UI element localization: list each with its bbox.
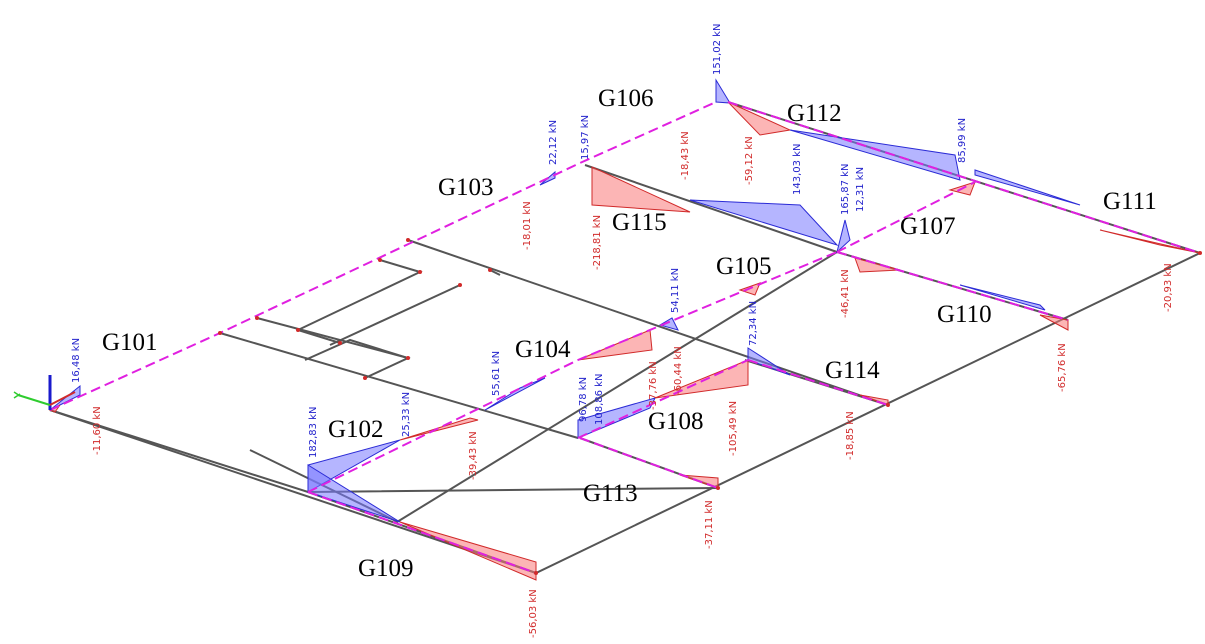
shear-area-g112-pos <box>789 129 961 181</box>
axis-g113 <box>579 437 719 489</box>
value-label: 55,61 kN <box>491 351 502 396</box>
shear-area-g111-neg <box>1099 229 1201 254</box>
beam-interior-line-3 <box>407 239 889 406</box>
opening-edge <box>297 329 341 344</box>
beam-label-g112: G112 <box>787 100 842 127</box>
beam-label-g115: G115 <box>612 209 667 236</box>
value-label: -18,85 kN <box>845 411 856 460</box>
beam-label-g114: G114 <box>825 357 880 384</box>
value-label: 108,86 kN <box>594 374 605 425</box>
axis-g110 <box>836 251 1069 321</box>
value-label: 22,12 kN <box>548 120 559 165</box>
nodes <box>218 238 1202 575</box>
value-label: -60,44 kN <box>673 346 684 395</box>
value-label: 143,03 kN <box>792 144 803 195</box>
beam-label-g113: G113 <box>583 480 638 507</box>
shear-area-g108-neg <box>654 359 749 399</box>
value-label: -56,03 kN <box>528 589 539 638</box>
shear-values: 16,48 kN -11,60 kN 182,83 kN 25,33 kN 55… <box>71 24 1174 638</box>
value-label: 182,83 kN <box>308 407 319 458</box>
axis-g112-g111 <box>727 101 1201 254</box>
shear-area-g110-pos <box>959 284 1046 311</box>
value-label: -105,49 kN <box>728 401 739 456</box>
value-label: -11,60 kN <box>92 406 103 455</box>
shear-area-g106-pos <box>715 78 731 104</box>
beam-label-g106: G106 <box>598 85 654 112</box>
axis-g114 <box>747 359 889 406</box>
value-label: -20,93 kN <box>1163 263 1174 312</box>
shear-area-g112-neg <box>727 101 792 136</box>
beam-label-g103: G103 <box>438 174 494 201</box>
value-label: 16,48 kN <box>71 338 82 383</box>
value-label: 165,87 kN <box>840 164 851 215</box>
beam-label-g109: G109 <box>358 555 414 582</box>
shear-area-g115-neg <box>591 166 691 213</box>
beam-g115-line <box>584 164 838 253</box>
value-label: -218,81 kN <box>592 215 603 270</box>
value-label: 12,31 kN <box>855 167 866 212</box>
beam-label-g105: G105 <box>716 253 772 280</box>
value-label: -46,41 kN <box>840 269 851 318</box>
value-label: -37,76 kN <box>648 361 659 410</box>
beam-interior-line-2 <box>256 317 409 359</box>
axis-g101-g103-g106 <box>49 101 717 411</box>
opening-box <box>304 338 411 379</box>
coordinate-axes-icon <box>13 375 76 410</box>
beam-interior-line-1 <box>219 332 579 439</box>
axis-g102-g104-g105 <box>307 251 838 493</box>
value-label: -18,43 kN <box>680 131 691 180</box>
beam-label-g102: G102 <box>328 416 384 443</box>
value-label: 151,02 kN <box>712 24 723 75</box>
value-label: 96,78 kN <box>578 377 589 422</box>
value-label: 15,97 kN <box>580 115 591 160</box>
shear-area-g107-pos <box>836 219 851 254</box>
value-label: -18,01 kN <box>522 201 533 250</box>
shear-area-g110-neg-start <box>854 257 901 273</box>
beam-labels: G101 G102 G103 G104 G105 G106 G107 G108 … <box>102 85 1157 582</box>
shear-area-g111-pos <box>974 169 1081 206</box>
value-label: 72,34 kN <box>748 301 759 346</box>
member-axes <box>49 101 1201 574</box>
axis-g108 <box>577 359 749 439</box>
value-label: -59,12 kN <box>744 136 755 185</box>
value-label: 25,33 kN <box>401 392 412 437</box>
axis-g109 <box>307 491 537 574</box>
beam-label-g111: G111 <box>1103 188 1157 215</box>
beam-label-g107: G107 <box>900 213 956 240</box>
value-label: 54,11 kN <box>670 268 681 313</box>
beam-mid-line <box>396 251 838 523</box>
opening-outline <box>297 259 423 331</box>
beam-label-g101: G101 <box>102 329 158 356</box>
shear-area-g105-pos <box>658 317 679 331</box>
shear-area-g115-pos <box>689 199 839 247</box>
shear-area-g109-neg <box>399 521 537 581</box>
axis-g107 <box>836 181 976 253</box>
beam-label-g110: G110 <box>937 301 992 328</box>
value-label: 85,99 kN <box>957 118 968 163</box>
value-label: -65,76 kN <box>1057 343 1068 392</box>
shear-area-g109-pos <box>307 464 401 523</box>
beam-label-g104: G104 <box>515 336 571 363</box>
beam-label-g108: G108 <box>648 408 704 435</box>
value-label: -37,11 kN <box>704 500 715 549</box>
value-label: -39,43 kN <box>468 431 479 480</box>
beam-interior-line-4 <box>329 284 461 346</box>
